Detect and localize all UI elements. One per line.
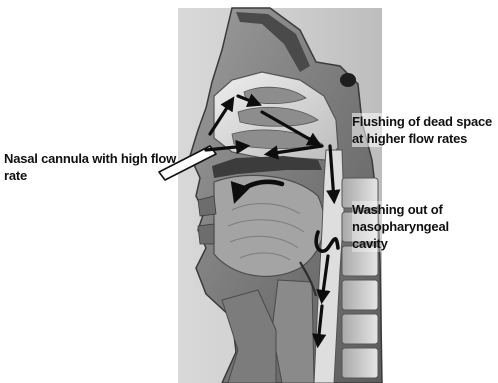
label-dead-space-flushing: Flushing of dead space at higher flow ra…: [352, 113, 496, 147]
label-nasopharyngeal-washout: Washing out of nasopharyngeal cavity: [352, 201, 472, 252]
sphenoid-sinus: [340, 73, 356, 87]
tongue: [214, 175, 324, 276]
label-nasal-cannula: Nasal cannula with high flow rate: [4, 150, 194, 184]
